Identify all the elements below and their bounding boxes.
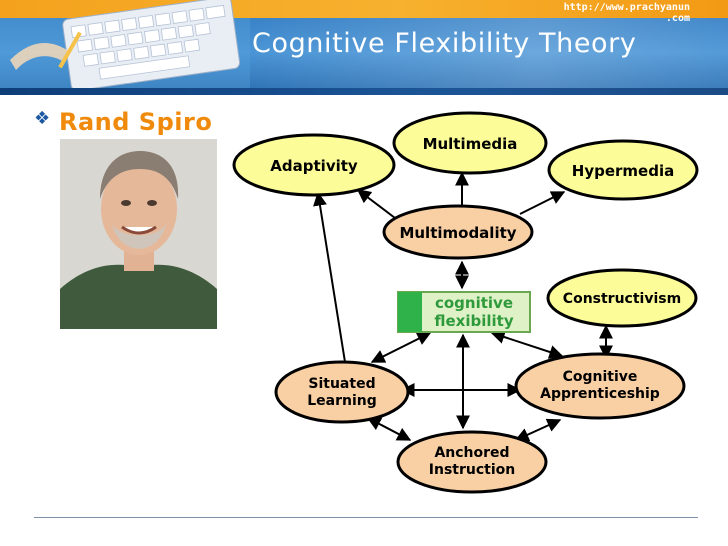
node-cognitive-apprenticeship: Cognitive Apprenticeship: [514, 352, 686, 420]
node-cognitive-flexibility-line2: flexibility: [434, 312, 513, 330]
edge-situated-anchored: [366, 417, 412, 441]
node-situated-line1: Situated: [308, 376, 375, 392]
edge-multimodality-adaptivity: [356, 189, 396, 219]
keyboard-illustration: [0, 0, 250, 95]
edge-situated-adaptivity: [313, 191, 346, 363]
header-banner: [0, 0, 728, 95]
node-adaptivity: Adaptivity: [232, 133, 396, 197]
node-cognitive-flexibility-line1: cognitive: [435, 294, 513, 312]
node-situated-learning: Situated Learning: [274, 360, 410, 424]
node-multimedia: Multimedia: [392, 111, 548, 175]
page-title: Cognitive Flexibility Theory: [252, 28, 637, 59]
node-multimodality: Multimodality: [382, 204, 534, 260]
node-anchored-instruction: Anchored Instruction: [396, 430, 548, 494]
edge-center-apprenticeship: [490, 330, 564, 359]
node-adaptivity-label: Adaptivity: [270, 157, 358, 175]
header-glow: [250, 18, 728, 95]
node-constructivism-label: Constructivism: [563, 291, 681, 307]
edge-situated-center: [370, 332, 432, 363]
node-hypermedia: Hypermedia: [547, 139, 699, 201]
node-cognitive-flexibility: cognitive flexibility: [397, 291, 531, 333]
node-apprenticeship-line2: Apprenticeship: [540, 386, 660, 402]
portrait-illustration: [60, 139, 217, 329]
node-anchored-line1: Anchored: [434, 445, 509, 461]
diamond-bullet-icon: ❖: [34, 108, 51, 129]
edge-apprenticeship-anchored: [514, 418, 562, 442]
node-hypermedia-label: Hypermedia: [572, 162, 674, 180]
source-url[interactable]: http://www.prachyanun .com: [563, 2, 690, 24]
node-situated-line2: Learning: [307, 393, 377, 409]
node-multimodality-label: Multimodality: [399, 224, 516, 242]
footer-divider: [34, 517, 698, 518]
node-multimedia-label: Multimedia: [423, 135, 518, 153]
node-anchored-line2: Instruction: [429, 462, 515, 478]
node-apprenticeship-line1: Cognitive: [563, 369, 638, 385]
header-bottom-band: [0, 88, 728, 95]
node-constructivism: Constructivism: [546, 268, 698, 328]
bullet-rand-spiro: Rand Spiro: [59, 108, 213, 136]
edge-multimodality-hypermedia: [519, 191, 566, 215]
portrait-photo: [60, 139, 217, 329]
